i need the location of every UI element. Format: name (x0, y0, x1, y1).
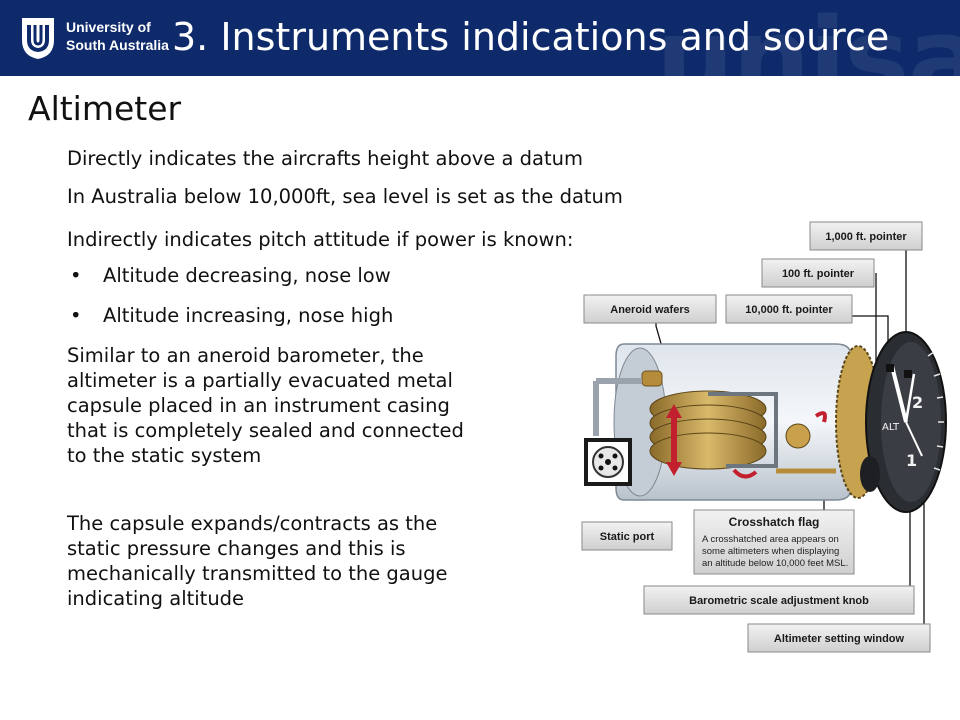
bullet-dot: • (70, 264, 82, 287)
bullet-item-increasing: Altitude increasing, nose high (103, 304, 394, 327)
svg-text:an altitude below 10,000 feet: an altitude below 10,000 feet MSL. (702, 558, 848, 569)
rotation-arrow-icon (732, 468, 758, 479)
pointer-100 (904, 373, 916, 423)
label-crosshatch-flag: Crosshatch flag A crosshatched area appe… (693, 509, 855, 575)
svg-text:Static port: Static port (600, 531, 655, 543)
dial-numeral-2: 2 (912, 393, 923, 412)
watermark: unisa (655, 0, 960, 76)
university-logo-icon (22, 18, 54, 59)
linkage (708, 392, 778, 468)
svg-text:some altimeters when displayin: some altimeters when displaying (702, 546, 839, 557)
rotation-arrow-icon (814, 411, 827, 423)
aneroid-wafers (649, 390, 767, 470)
text-line-australia: In Australia below 10,000ft, sea level i… (67, 185, 623, 208)
baro-knob (860, 456, 880, 492)
dial-alt-text: ALT (882, 422, 900, 433)
svg-text:Altimeter setting window: Altimeter setting window (774, 633, 905, 645)
altimeter-diagram: 2 1 ALT 1,000 ft. pointer 100 ft. pointe… (581, 221, 947, 653)
dial-ticks (927, 351, 944, 471)
static-inlet (641, 370, 663, 387)
svg-text:Aneroid wafers: Aneroid wafers (610, 304, 689, 316)
label-1000-pointer: 1,000 ft. pointer (809, 221, 923, 251)
slide-subtitle: Altimeter (28, 89, 182, 128)
svg-text:10,000 ft. pointer: 10,000 ft. pointer (745, 304, 833, 316)
title-bar: unisa University of South Australia 3. I… (0, 0, 960, 76)
svg-text:100 ft. pointer: 100 ft. pointer (782, 268, 855, 280)
label-baro-knob: Barometric scale adjustment knob (643, 585, 915, 615)
svg-text:Barometric scale adjustment kn: Barometric scale adjustment knob (689, 595, 869, 607)
sector-gear (785, 423, 811, 449)
label-100-pointer: 100 ft. pointer (761, 258, 875, 288)
label-setting-window: Altimeter setting window (747, 623, 931, 653)
text-line-pitch: Indirectly indicates pitch attitude if p… (67, 228, 574, 251)
svg-text:Crosshatch flag: Crosshatch flag (729, 515, 820, 529)
bullet-dot: • (70, 304, 82, 327)
label-aneroid-wafers: Aneroid wafers (583, 294, 717, 324)
paragraph-aneroid: Similar to an aneroid barometer, the alt… (67, 344, 464, 467)
bullet-item-decreasing: Altitude decreasing, nose low (103, 264, 391, 287)
svg-text:A crosshatched area appears on: A crosshatched area appears on (702, 534, 839, 545)
svg-text:1,000 ft. pointer: 1,000 ft. pointer (825, 231, 907, 243)
label-10000-pointer: 10,000 ft. pointer (725, 294, 853, 324)
university-name: University of South Australia (66, 19, 169, 53)
dial-numeral-1: 1 (906, 451, 917, 470)
pointer-10000 (905, 421, 923, 457)
label-static-port: Static port (581, 521, 673, 551)
paragraph-capsule: The capsule expands/contracts as the sta… (67, 512, 448, 610)
page-title: 3. Instruments indications and source (172, 15, 890, 59)
pointer-1000 (890, 365, 908, 423)
text-line-datum: Directly indicates the aircrafts height … (67, 147, 583, 170)
